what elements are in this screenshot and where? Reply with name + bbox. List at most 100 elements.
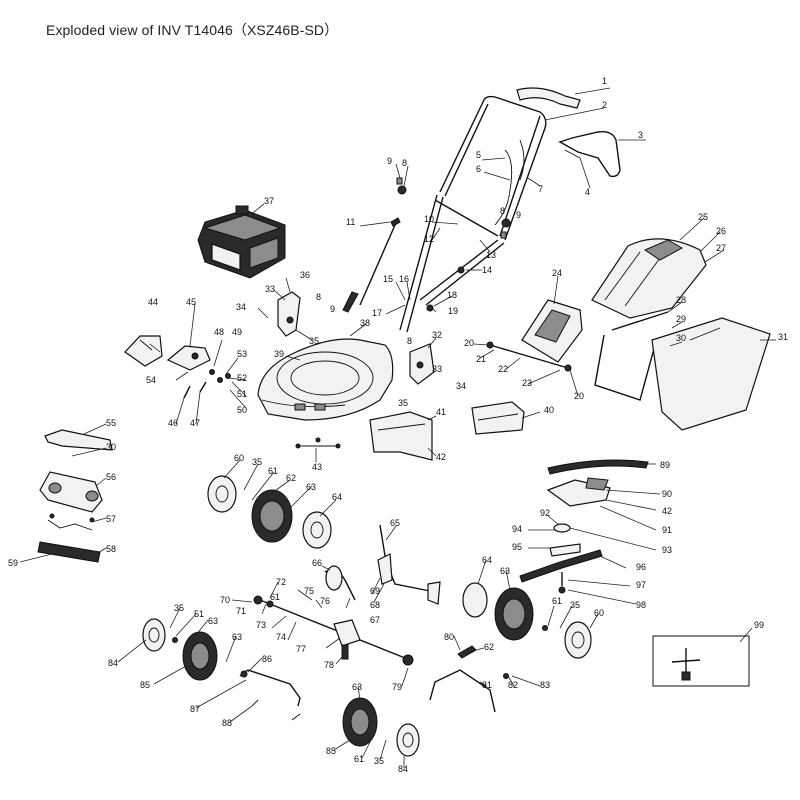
rear-axle <box>253 595 414 666</box>
part-label-10: 10 <box>424 214 434 224</box>
catcher-top <box>591 238 707 319</box>
part-label-99: 99 <box>754 620 764 630</box>
part-label-46: 46 <box>168 418 178 428</box>
part-label-61c: 61 <box>354 754 364 764</box>
part-label-89: 89 <box>660 460 670 470</box>
part-label-51: 51 <box>237 389 247 399</box>
part-label-48: 48 <box>214 327 224 337</box>
part-label-8d: 8 <box>316 292 321 302</box>
part-label-34: 34 <box>456 381 466 391</box>
part-label-35e: 35 <box>374 756 384 766</box>
part-label-40: 40 <box>544 405 554 415</box>
part-label-58: 58 <box>106 544 116 554</box>
part-label-36: 36 <box>300 270 310 280</box>
part-label-9b: 9 <box>516 210 521 220</box>
part-label-75: 75 <box>304 586 314 596</box>
drive-linkage <box>324 565 356 601</box>
part-label-32: 32 <box>432 330 442 340</box>
front-cover <box>44 429 113 451</box>
part-label-42b: 42 <box>662 506 672 516</box>
part-label-71: 71 <box>236 606 246 616</box>
part-label-6: 6 <box>476 164 481 174</box>
part-label-61: 61 <box>268 466 278 476</box>
fastener-set <box>295 437 341 449</box>
part-label-19: 19 <box>448 306 458 316</box>
part-label-77: 77 <box>296 644 306 654</box>
part-label-61d: 61 <box>552 596 562 606</box>
part-number-labels: 1 2 3 4 5 6 7 8 9 10 11 12 13 14 15 16 1… <box>8 76 788 774</box>
part-label-81: 81 <box>482 680 492 690</box>
part-label-63b: 63 <box>208 616 218 626</box>
rear-axle-rod <box>486 341 572 372</box>
part-label-5: 5 <box>476 150 481 160</box>
part-label-87: 87 <box>190 704 200 714</box>
part-label-50: 50 <box>237 405 247 415</box>
front-guard <box>37 541 101 563</box>
blade-adapter <box>546 459 649 507</box>
part-label-54: 54 <box>146 375 156 385</box>
wheel-front-right <box>342 697 420 757</box>
part-label-57: 57 <box>106 514 116 524</box>
part-label-39: 39 <box>274 349 284 359</box>
part-label-14: 14 <box>482 265 492 275</box>
part-label-96: 96 <box>636 562 646 572</box>
part-label-83: 83 <box>540 680 550 690</box>
part-label-35b: 35 <box>309 336 319 346</box>
part-label-73: 73 <box>256 620 266 630</box>
part-label-70: 70 <box>220 595 230 605</box>
part-label-52: 52 <box>237 373 247 383</box>
part-label-88: 88 <box>222 718 232 728</box>
part-label-63d: 63 <box>352 682 362 692</box>
part-label-95: 95 <box>512 542 522 552</box>
front-bracket <box>47 513 95 531</box>
part-label-60: 60 <box>234 453 244 463</box>
part-label-80: 80 <box>444 632 454 642</box>
part-label-53: 53 <box>237 349 247 359</box>
catcher-frame <box>521 299 583 363</box>
part-label-44: 44 <box>148 297 158 307</box>
part-label-33b: 33 <box>265 284 275 294</box>
part-label-4: 4 <box>585 187 590 197</box>
part-label-3: 3 <box>638 130 643 140</box>
part-label-9c: 9 <box>330 304 335 314</box>
engine <box>197 205 286 279</box>
part-label-68: 68 <box>370 600 380 610</box>
part-label-15: 15 <box>383 274 393 284</box>
part-label-56: 56 <box>106 472 116 482</box>
part-label-85: 85 <box>140 680 150 690</box>
part-label-84: 84 <box>108 658 118 668</box>
part-label-90: 90 <box>662 489 672 499</box>
part-label-62b: 62 <box>484 642 494 652</box>
front-axle <box>239 669 301 721</box>
wheel-front-left <box>142 618 218 681</box>
part-label-37: 37 <box>264 196 274 206</box>
part-label-76: 76 <box>320 596 330 606</box>
part-label-72: 72 <box>276 577 286 587</box>
part-label-9: 9 <box>387 156 392 166</box>
part-label-17: 17 <box>372 308 382 318</box>
front-bumper <box>39 471 103 513</box>
part-label-64: 64 <box>332 492 342 502</box>
upper-handle <box>439 95 547 241</box>
part-label-61b: 61 <box>270 592 280 602</box>
part-label-26: 26 <box>716 226 726 236</box>
part-label-30b: 30 <box>106 442 116 452</box>
blade <box>519 523 603 594</box>
part-label-33: 33 <box>432 364 442 374</box>
part-label-85b: 85 <box>326 746 336 756</box>
part-label-94: 94 <box>512 524 522 534</box>
part-label-12: 12 <box>424 234 434 244</box>
part-label-23: 23 <box>522 378 532 388</box>
part-label-62: 62 <box>286 473 296 483</box>
part-label-78: 78 <box>324 660 334 670</box>
part-label-7: 7 <box>538 184 543 194</box>
tool-inset <box>652 635 750 687</box>
catcher-bag <box>651 317 771 431</box>
part-label-27: 27 <box>716 243 726 253</box>
handle-cable <box>494 139 525 226</box>
part-label-60b: 60 <box>594 608 604 618</box>
part-label-2: 2 <box>602 100 607 110</box>
front-axle-right <box>429 645 509 713</box>
wheel-rear-right <box>462 582 592 659</box>
part-label-41: 41 <box>436 407 446 417</box>
